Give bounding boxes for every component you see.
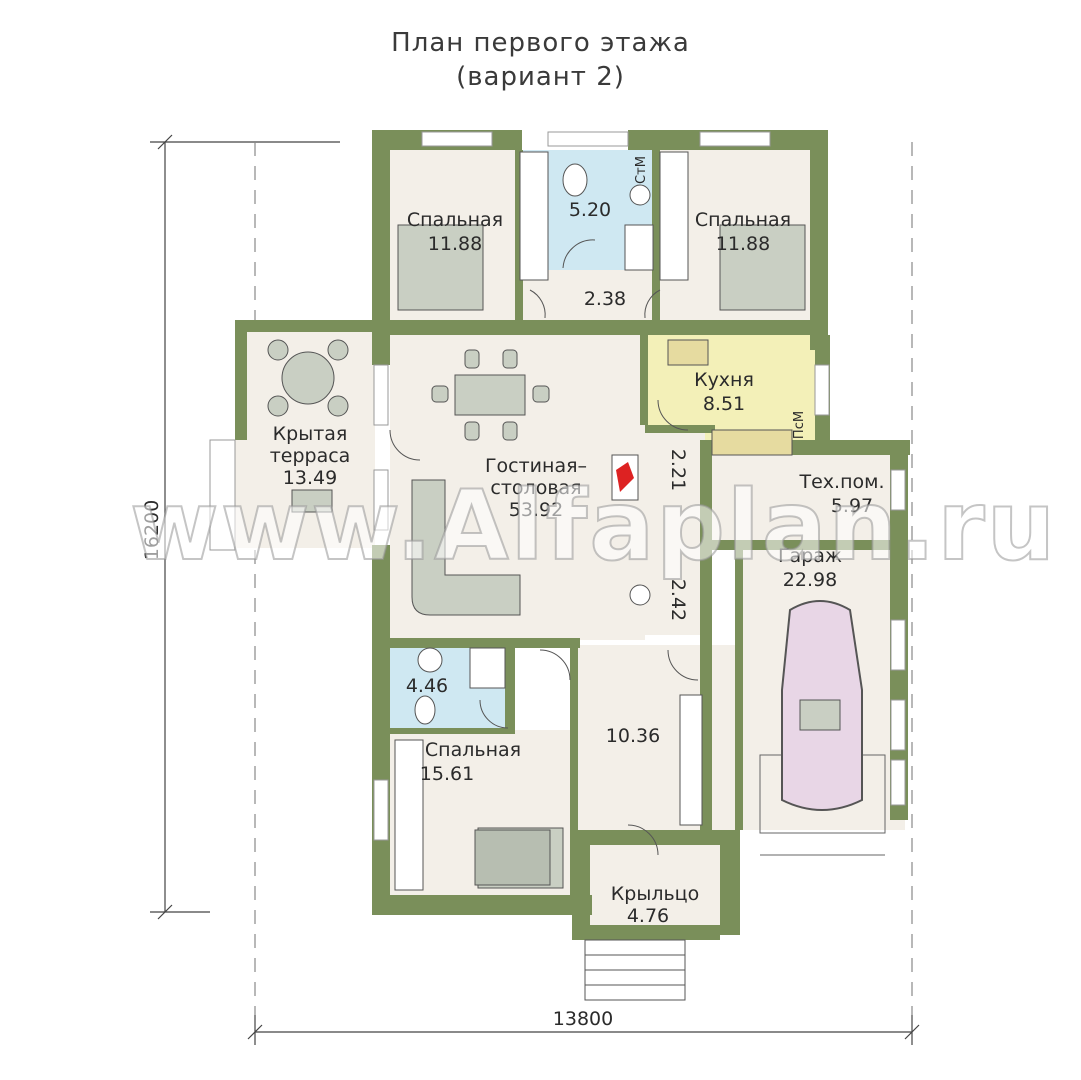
fireplace-icon	[611, 454, 639, 501]
porch-name: Крыльцо	[611, 883, 699, 905]
garage-area: 22.98	[783, 569, 837, 591]
tech-room-name: Тех.пом.	[799, 471, 885, 493]
tech-room-area: 5.97	[831, 495, 873, 517]
doors	[389, 239, 699, 856]
sanitary-fixtures	[414, 163, 654, 725]
kitchen-tag: ПсМ	[792, 411, 807, 439]
width-dimension: 13800	[553, 1008, 613, 1030]
bedroom-right-name: Спальная	[695, 209, 791, 231]
bathroom-top-tag: СтМ	[634, 156, 649, 184]
room-labels: Спальная 11.88 5.20 СтМ Спальная 11.88 2…	[270, 156, 885, 927]
living-name-line2: столовая	[490, 477, 581, 499]
kitchen-area: 8.51	[703, 393, 745, 415]
beds	[397, 224, 806, 889]
garage-name: Гараж	[778, 545, 842, 567]
dimension-lines	[150, 134, 920, 1045]
plan-title: План первого этажа	[391, 28, 690, 58]
bedroom-right-area: 11.88	[716, 233, 770, 255]
bedroom-bottom-name: Спальная	[425, 739, 521, 761]
living-name-line1: Гостиная–	[485, 455, 587, 477]
bath-bottom-area: 4.46	[406, 675, 448, 697]
hall-bottom-area: 10.36	[606, 725, 660, 747]
dining-table	[431, 349, 550, 441]
corner-sofa	[411, 479, 521, 616]
bedroom-left-area: 11.88	[428, 233, 482, 255]
closet-221-area: 2.21	[667, 449, 689, 491]
terrace-area: 13.49	[283, 467, 337, 489]
terrace-name-line1: Крытая	[273, 423, 348, 445]
terrace-name-line2: терраса	[270, 445, 351, 467]
porch-area: 4.76	[627, 905, 669, 927]
hall-top-area: 2.38	[584, 288, 626, 310]
bedroom-bottom-area: 15.61	[420, 763, 474, 785]
kitchen-name: Кухня	[694, 369, 754, 391]
bathroom-top-area: 5.20	[569, 199, 611, 221]
plan-subtitle: (вариант 2)	[456, 62, 625, 92]
terrace-table	[267, 339, 349, 513]
kitchen-counter	[667, 339, 793, 456]
height-dimension: 16200	[141, 500, 163, 560]
bedroom-left-name: Спальная	[407, 209, 503, 231]
car-icon	[781, 600, 863, 811]
porch-steps	[584, 939, 686, 1001]
windows	[209, 131, 906, 841]
wardrobes	[394, 151, 703, 891]
closet-242-area: 2.42	[667, 579, 689, 621]
living-area: 53.92	[509, 499, 563, 521]
